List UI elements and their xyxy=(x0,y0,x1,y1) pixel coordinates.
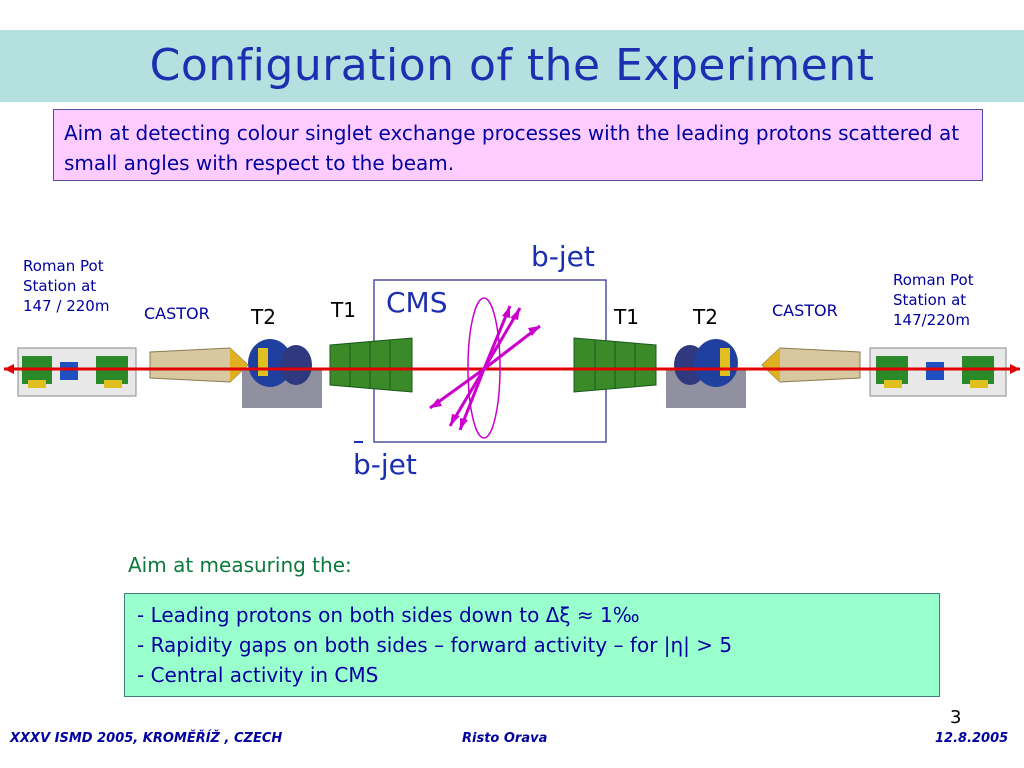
roman-pot-right-label: Roman Pot Station at 147/220m xyxy=(893,271,974,329)
castor-left-icon xyxy=(149,347,249,383)
t2-left-label: T2 xyxy=(251,305,276,329)
t2-left-icon xyxy=(242,339,322,408)
interaction-ellipse xyxy=(467,297,501,439)
page-number: 3 xyxy=(950,707,962,728)
b-bar-overline xyxy=(354,441,363,443)
castor-right-icon xyxy=(761,347,861,383)
t2-right-icon xyxy=(666,339,746,408)
measure-textbox: - Leading protons on both sides down to … xyxy=(124,593,940,697)
aim-textbox: Aim at detecting colour singlet exchange… xyxy=(53,109,983,181)
cms-label: CMS xyxy=(386,286,448,319)
castor-right-label: CASTOR xyxy=(772,301,838,320)
t1-right-icon xyxy=(573,337,657,393)
beam-arrow-right-icon xyxy=(1010,364,1020,374)
footer-conference: XXXV ISMD 2005, KROMĚŘÍŽ , CZECH xyxy=(10,731,283,746)
experiment-diagram xyxy=(4,279,1020,443)
t1-left-label: T1 xyxy=(331,298,356,322)
t2-right-label: T2 xyxy=(693,305,718,329)
beam-arrow-left-icon xyxy=(4,364,14,374)
t1-right-label: T1 xyxy=(614,305,639,329)
title-bar xyxy=(0,30,1024,102)
castor-left-label: CASTOR xyxy=(144,304,210,323)
t1-left-icon xyxy=(329,337,413,393)
measure-item: - Central activity in CMS xyxy=(137,663,379,687)
measure-item: - Leading protons on both sides down to … xyxy=(137,603,640,627)
slide-title: Configuration of the Experiment xyxy=(149,40,875,91)
measure-item: - Rapidity gaps on both sides – forward … xyxy=(137,633,733,657)
b-jet-tracks xyxy=(429,305,541,431)
measure-heading: Aim at measuring the: xyxy=(128,553,352,577)
footer-date: 12.8.2005 xyxy=(935,731,1009,746)
footer-author: Risto Orava xyxy=(462,731,548,746)
b-jet-bottom-label: b-jet xyxy=(353,448,417,481)
roman-pot-left-label: Roman Pot Station at 147 / 220m xyxy=(23,257,110,315)
roman-pot-left-icon xyxy=(17,347,137,397)
roman-pot-right-icon xyxy=(869,347,1007,397)
b-jet-top-label: b-jet xyxy=(531,240,595,273)
